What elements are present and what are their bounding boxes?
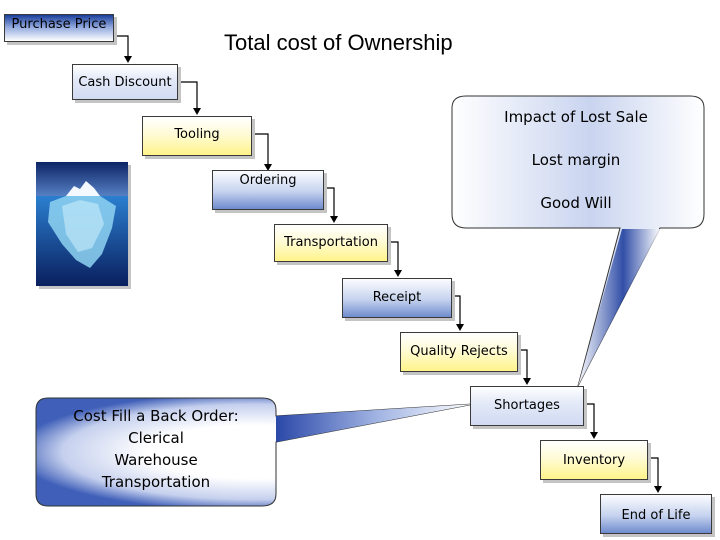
- warehouse-text: Warehouse: [114, 451, 198, 469]
- step-transportation: Transportation: [274, 224, 388, 262]
- step-inventory: Inventory: [540, 440, 648, 480]
- clerical-text: Clerical: [128, 429, 184, 447]
- connector-arrows: [114, 35, 659, 488]
- lost-sale-callout-shape: [451, 95, 705, 387]
- step-receipt: Receipt: [342, 278, 452, 318]
- iceberg-image: [36, 162, 128, 286]
- transportation-text: Transportation: [101, 473, 211, 491]
- step-ordering: Ordering: [212, 170, 324, 210]
- step-tooling: Tooling: [142, 116, 252, 156]
- arrowheads: [124, 56, 662, 493]
- good-will-text: Good Will: [540, 194, 612, 212]
- step-end-of-life: End of Life: [600, 494, 712, 534]
- back-order-heading: Cost Fill a Back Order:: [73, 407, 239, 425]
- lost-margin-text: Lost margin: [531, 151, 621, 169]
- step-shortages: Shortages: [470, 386, 584, 426]
- back-order-callout-shape: [35, 397, 475, 507]
- page-title: Total cost of Ownership: [224, 30, 453, 55]
- step-purchase-price: Purchase Price: [4, 14, 114, 42]
- lost-sale-heading: Impact of Lost Sale: [504, 108, 648, 126]
- step-cash-discount: Cash Discount: [72, 64, 178, 100]
- step-quality-rejects: Quality Rejects: [400, 332, 518, 372]
